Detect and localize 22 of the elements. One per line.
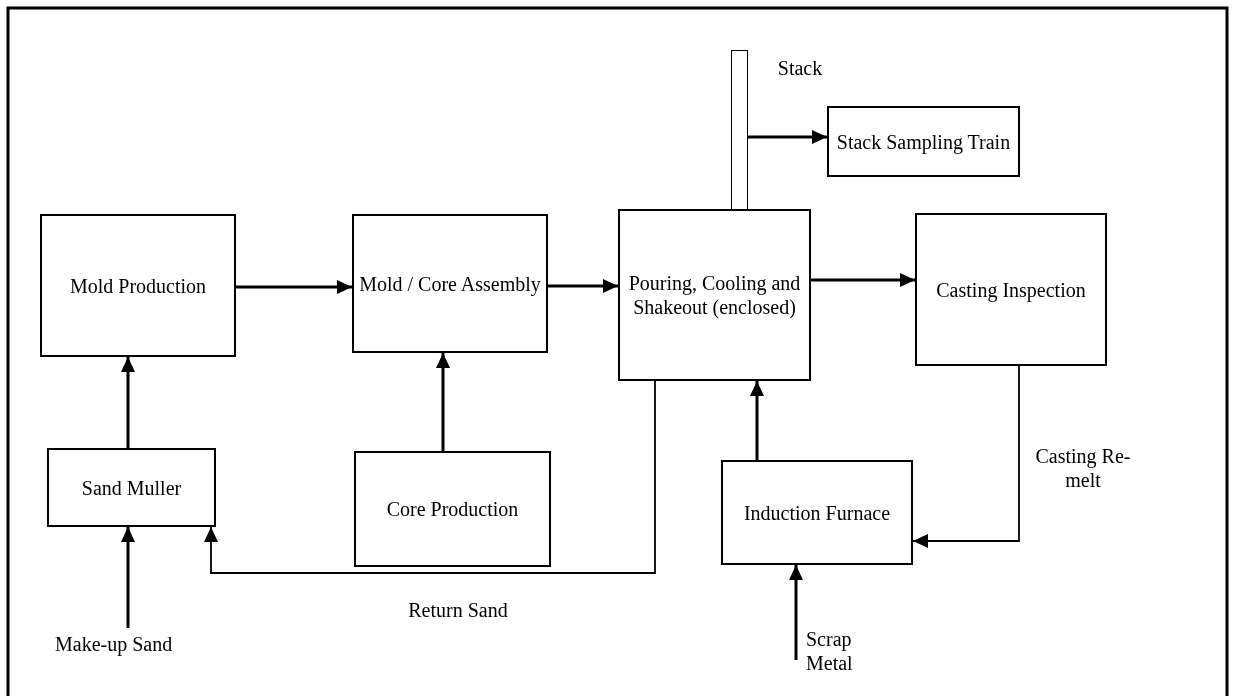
flow-arrow	[912, 365, 1020, 548]
flow-arrow	[204, 380, 656, 574]
flow-arrow	[748, 130, 827, 144]
process-box: Mold Production	[40, 214, 236, 357]
process-box: Core Production	[354, 451, 551, 567]
input-label: Scrap Metal	[796, 622, 876, 680]
process-box: Casting Inspection	[915, 213, 1107, 366]
stack-chimney	[731, 50, 748, 210]
flow-arrow	[789, 565, 803, 660]
process-box: Mold / Core Assembly	[352, 214, 548, 353]
process-box: Pouring, Cooling and Shakeout (enclosed)	[618, 209, 811, 381]
flow-arrow	[236, 280, 352, 294]
flow-arrow	[436, 353, 450, 451]
flow-arrow	[548, 279, 618, 293]
flow-arrow	[811, 273, 915, 287]
input-label: Make-up Sand	[55, 628, 205, 660]
process-box: Sand Muller	[47, 448, 216, 527]
flow-arrow	[121, 357, 135, 448]
flow-arrow	[750, 381, 764, 460]
process-box: Stack Sampling Train	[827, 106, 1020, 177]
process-box: Induction Furnace	[721, 460, 913, 565]
flow-arrow	[121, 527, 135, 628]
